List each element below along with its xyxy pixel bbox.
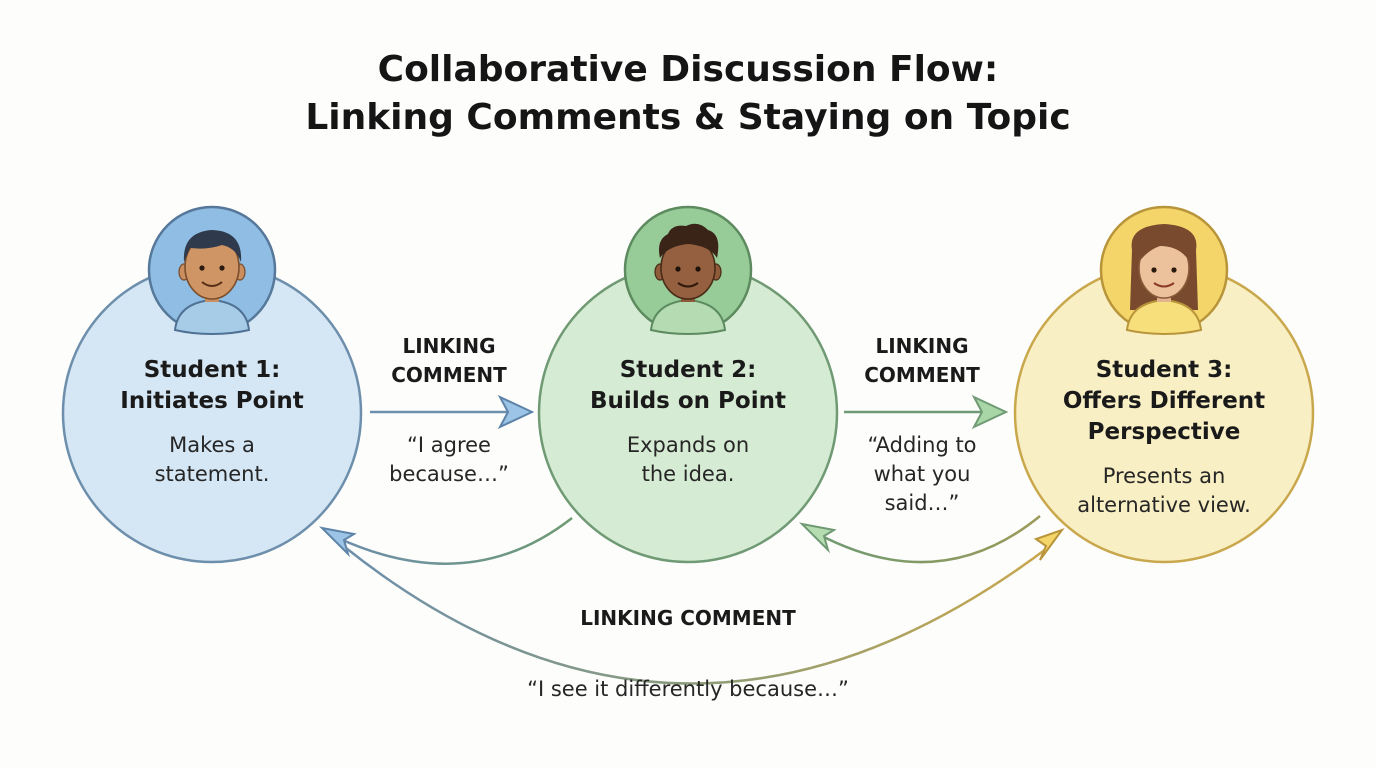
diagram-title-line-2: Linking Comments & Staying on Topic — [305, 97, 1071, 138]
linking-arc-1-to-3 — [345, 528, 1065, 685]
link-1-label-line-1: LINKING — [402, 334, 496, 358]
student-1-description-line-1: Makes a — [169, 433, 255, 457]
student-2-description-line-2: the idea. — [641, 462, 735, 486]
link-2-label-line-2: COMMENT — [864, 363, 980, 387]
forward-arrow-2-to-3 — [844, 394, 1009, 430]
student-1-node — [61, 205, 363, 564]
student-3-heading-line-1: Student 3: — [1095, 357, 1233, 383]
student-3-heading-line-2: Offers Different — [1062, 388, 1266, 414]
link-2-quote-line-3: said…” — [884, 491, 960, 515]
link-3-label: LINKING COMMENT — [580, 606, 796, 630]
student-3-description-line-2: alternative view. — [1077, 493, 1251, 517]
girl-avatar-icon — [1099, 205, 1229, 336]
student-1-heading-line-1: Student 1: — [143, 357, 281, 383]
return-arrow-3-to-2 — [799, 515, 1041, 564]
student-3-node — [1013, 205, 1315, 564]
link-3-quote: “I see it differently because…” — [527, 677, 849, 701]
link-2-quote-line-2: what you — [873, 462, 971, 486]
link-1-quote-line-2: because…” — [389, 462, 509, 486]
return-arrow-2-to-1 — [319, 517, 573, 565]
student-2-node — [537, 205, 839, 564]
student-1-heading-line-2: Initiates Point — [120, 388, 304, 414]
student-3-description-line-1: Presents an — [1102, 464, 1226, 488]
student-3-heading-line-3: Perspective — [1087, 419, 1241, 445]
link-1-label-line-2: COMMENT — [391, 363, 507, 387]
forward-arrow-1-to-2 — [370, 394, 535, 430]
student-2-heading-line-2: Builds on Point — [590, 388, 786, 414]
link-2-label-line-1: LINKING — [875, 334, 969, 358]
link-2-quote-line-1: “Adding to — [867, 433, 977, 457]
boy-avatar-icon — [147, 205, 277, 336]
student-1-description-line-2: statement. — [154, 462, 270, 486]
student-2-heading-line-1: Student 2: — [619, 357, 757, 383]
student-2-description-line-1: Expands on — [626, 433, 750, 457]
link-1-quote-line-1: “I agree — [407, 433, 491, 457]
diagram-title-line-1: Collaborative Discussion Flow: — [377, 49, 999, 90]
curly-hair-boy-avatar-icon — [623, 205, 753, 336]
